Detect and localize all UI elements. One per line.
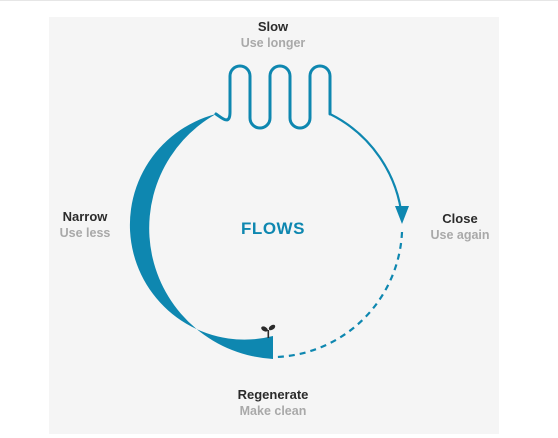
stage-close: Close Use again [418, 210, 502, 244]
stage-narrow-title: Narrow [62, 209, 108, 224]
diagram-panel [49, 17, 499, 434]
close-arc [329, 113, 404, 219]
center-title: FLOWS [241, 219, 305, 238]
slow-meander [214, 64, 332, 130]
sprout-icon [261, 324, 276, 338]
stage-slow-title: Slow [257, 19, 289, 34]
stage-narrow-subtitle: Use less [59, 226, 111, 240]
stage-slow-subtitle: Use longer [240, 36, 306, 50]
stage-close-subtitle: Use again [430, 228, 490, 242]
stage-narrow: Narrow Use less [42, 208, 128, 242]
stage-regenerate: Regenerate Make clean [203, 386, 343, 420]
top-divider [0, 0, 558, 1]
regenerate-dashed-arc [275, 231, 404, 359]
stage-regenerate-title: Regenerate [237, 387, 309, 402]
narrow-arc [129, 114, 273, 359]
stage-close-title: Close [442, 211, 478, 226]
stage-regenerate-subtitle: Make clean [239, 404, 307, 418]
arrowhead-icon [395, 206, 409, 224]
stage-slow: Slow Use longer [213, 18, 333, 52]
